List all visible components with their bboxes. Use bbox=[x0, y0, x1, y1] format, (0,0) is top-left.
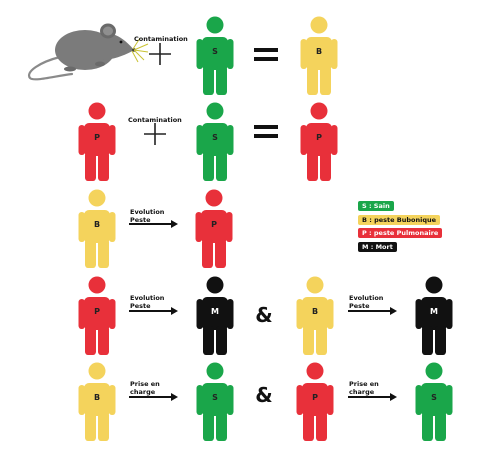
person-bubonique-row3-icon: B bbox=[78, 189, 116, 268]
label-contamination-row2: Contamination bbox=[128, 116, 182, 124]
legend-item-sain: S : Sain bbox=[358, 201, 394, 211]
legend-item-mort: M : Mort bbox=[358, 241, 397, 252]
person-mort-row4-right-icon: M bbox=[415, 276, 453, 355]
person-letter: M bbox=[430, 307, 438, 316]
person-pulmonaire-row2-result-icon: P bbox=[300, 102, 338, 181]
ampersand-icon-row4: & bbox=[255, 303, 272, 327]
person-sain-row1-icon: S bbox=[196, 16, 234, 95]
person-letter: P bbox=[94, 133, 100, 142]
arrow-icon-row5-left bbox=[129, 393, 178, 401]
person-letter: B bbox=[316, 47, 322, 56]
person-letter: S bbox=[212, 47, 218, 56]
person-letter: M bbox=[211, 307, 219, 316]
person-bubonique-row1-icon: B bbox=[300, 16, 338, 95]
person-letter: P bbox=[316, 133, 322, 142]
legend-item-bubonique: B : peste Bubonique bbox=[358, 214, 441, 225]
label-contamination-row1: Contamination bbox=[134, 35, 188, 43]
person-mort-row4-icon: M bbox=[196, 276, 234, 355]
person-letter: P bbox=[94, 307, 100, 316]
equals-icon-row1 bbox=[254, 48, 278, 61]
person-letter: S bbox=[431, 393, 437, 402]
person-letter: P bbox=[211, 220, 217, 229]
equals-icon-row2 bbox=[254, 125, 278, 138]
person-sain-row5-icon: S bbox=[196, 362, 234, 441]
ampersand-icon-row5: & bbox=[255, 383, 272, 407]
person-bubonique-row4-icon: B bbox=[296, 276, 334, 355]
person-letter: B bbox=[312, 307, 318, 316]
legend-item-pulmonaire: P : peste Pulmonaire bbox=[358, 228, 443, 238]
person-letter: S bbox=[212, 393, 218, 402]
person-pulmonaire-row5-icon: P bbox=[296, 362, 334, 441]
plus-icon-row1 bbox=[149, 43, 171, 65]
person-pulmonaire-row4-icon: P bbox=[78, 276, 116, 355]
arrow-icon-row4-right bbox=[348, 307, 397, 315]
person-letter: B bbox=[94, 220, 100, 229]
plus-icon-row2 bbox=[144, 123, 166, 145]
rat-icon bbox=[27, 23, 149, 81]
person-letter: S bbox=[212, 133, 218, 142]
person-letter: P bbox=[312, 393, 318, 402]
arrow-icon-row5-right bbox=[348, 393, 397, 401]
person-pulmonaire-row2-icon: P bbox=[78, 102, 116, 181]
person-bubonique-row5-icon: B bbox=[78, 362, 116, 441]
person-sain-row2-icon: S bbox=[196, 102, 234, 181]
arrow-icon-row4-left bbox=[129, 307, 178, 315]
person-sain-row5-right-icon: S bbox=[415, 362, 453, 441]
person-pulmonaire-row3-icon: P bbox=[195, 189, 233, 268]
arrow-icon-row3 bbox=[129, 220, 178, 228]
legend: S : Sain B : peste Bubonique P : peste P… bbox=[358, 193, 458, 252]
person-letter: B bbox=[94, 393, 100, 402]
